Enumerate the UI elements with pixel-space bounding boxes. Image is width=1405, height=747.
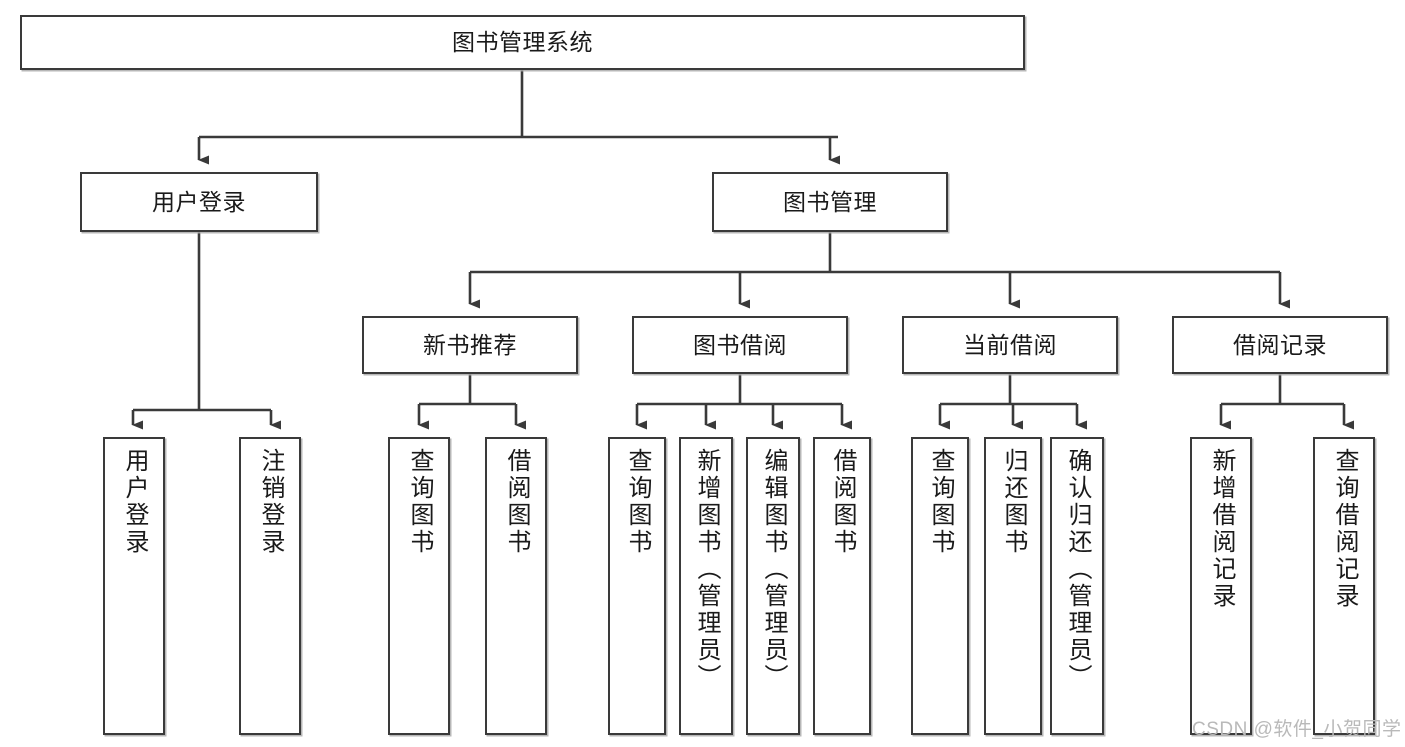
node-leaf-add-record-label: 新增借阅记录 [1208, 448, 1235, 610]
csdn-watermark: CSDN @软件_小贺同学 [1192, 719, 1402, 740]
node-leaf-user-login[interactable]: 用户登录 [103, 437, 165, 735]
node-leaf-borrow-book-2[interactable]: 借阅图书 [813, 437, 871, 735]
node-new-book-recommend[interactable]: 新书推荐 [362, 316, 578, 374]
node-leaf-query-record-label: 查询借阅记录 [1331, 448, 1358, 610]
node-current-borrow[interactable]: 当前借阅 [902, 316, 1118, 374]
node-leaf-add-book[interactable]: 新增图书（管理员） [679, 437, 733, 735]
node-leaf-add-book-label: 新增图书（管理员） [693, 448, 720, 691]
node-leaf-add-record[interactable]: 新增借阅记录 [1190, 437, 1252, 735]
node-leaf-query-book-1-label: 查询图书 [406, 448, 433, 556]
node-leaf-borrow-book-1[interactable]: 借阅图书 [485, 437, 547, 735]
node-leaf-logout-label: 注销登录 [257, 448, 284, 556]
node-borrow-record-label: 借阅记录 [1233, 331, 1327, 358]
node-leaf-return-book[interactable]: 归还图书 [984, 437, 1042, 735]
node-book-borrow-label: 图书借阅 [693, 331, 787, 358]
node-leaf-logout[interactable]: 注销登录 [239, 437, 301, 735]
node-user-login-label: 用户登录 [152, 188, 246, 215]
node-leaf-query-book-2-label: 查询图书 [624, 448, 651, 556]
node-leaf-borrow-book-1-label: 借阅图书 [503, 448, 530, 556]
node-leaf-edit-book[interactable]: 编辑图书（管理员） [746, 437, 800, 735]
node-leaf-query-record[interactable]: 查询借阅记录 [1313, 437, 1375, 735]
node-leaf-query-book-1[interactable]: 查询图书 [388, 437, 450, 735]
node-leaf-user-login-label: 用户登录 [121, 448, 148, 556]
node-leaf-confirm-return[interactable]: 确认归还（管理员） [1050, 437, 1104, 735]
node-leaf-query-book-3-label: 查询图书 [927, 448, 954, 556]
node-leaf-confirm-return-label: 确认归还（管理员） [1064, 448, 1091, 691]
node-leaf-borrow-book-2-label: 借阅图书 [829, 448, 856, 556]
node-book-borrow[interactable]: 图书借阅 [632, 316, 848, 374]
node-leaf-return-book-label: 归还图书 [1000, 448, 1027, 556]
node-current-borrow-label: 当前借阅 [963, 331, 1057, 358]
node-user-login[interactable]: 用户登录 [80, 172, 318, 232]
node-leaf-query-book-3[interactable]: 查询图书 [911, 437, 969, 735]
node-book-management[interactable]: 图书管理 [712, 172, 948, 232]
node-root[interactable]: 图书管理系统 [20, 15, 1025, 70]
node-borrow-record[interactable]: 借阅记录 [1172, 316, 1388, 374]
node-leaf-edit-book-label: 编辑图书（管理员） [760, 448, 787, 691]
node-book-management-label: 图书管理 [783, 188, 877, 215]
node-root-label: 图书管理系统 [452, 29, 593, 56]
node-new-book-recommend-label: 新书推荐 [423, 331, 517, 358]
node-leaf-query-book-2[interactable]: 查询图书 [608, 437, 666, 735]
